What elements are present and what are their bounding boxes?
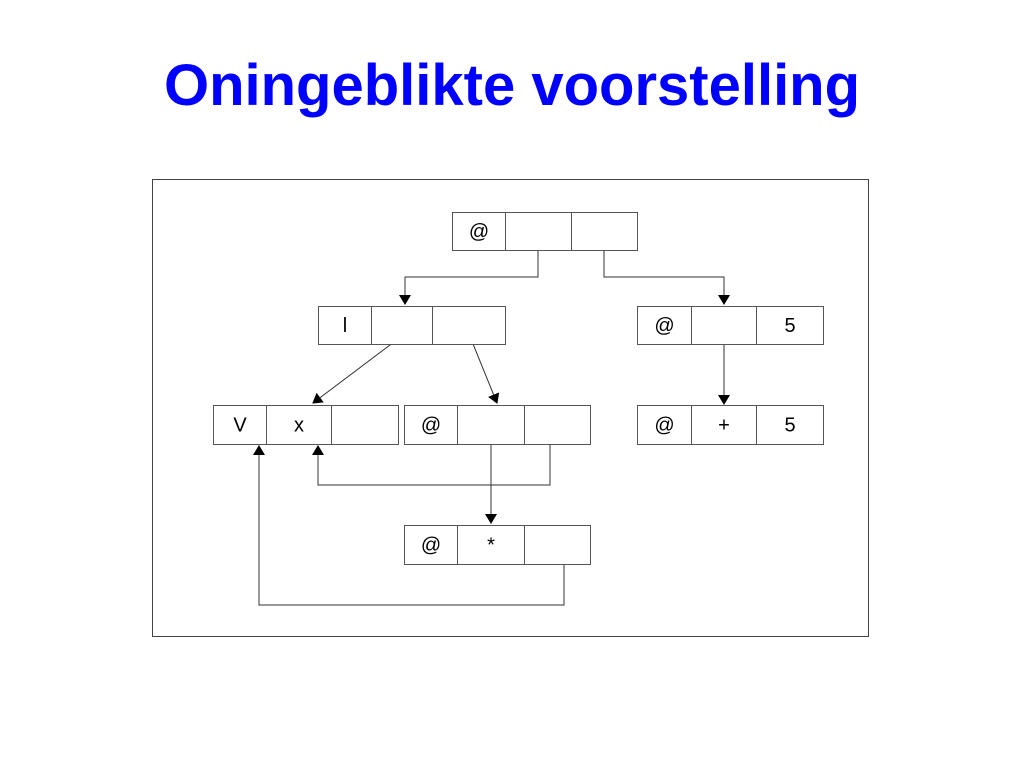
times-node: @*	[404, 525, 591, 565]
apply-mid-node-cell-2	[457, 405, 525, 445]
diagram-frame	[152, 179, 869, 637]
edge-root-to-lambda	[399, 250, 539, 305]
lambda-node: l	[318, 306, 506, 345]
plus-five-node: @ +5	[637, 405, 824, 445]
apply-mid-node-cell-1-label: @	[421, 415, 441, 437]
edge-root-to-apply-five	[603, 250, 730, 305]
var-x-node-cell-2-label: x	[294, 415, 304, 437]
edge-apply-mid-to-var-x	[312, 437, 551, 486]
apply-mid-node: @	[404, 405, 591, 445]
apply-five-node-cell-3	[756, 306, 824, 345]
edge-lambda-to-var-x	[312, 338, 399, 404]
apply-mid-node-cell-3	[524, 405, 591, 445]
times-node-cell-2-label: *	[487, 535, 495, 557]
times-node-cell-3	[524, 525, 591, 565]
times-node-cell-1	[404, 525, 458, 565]
times-node-cell-2	[457, 525, 525, 565]
edge-times-to-var-x	[253, 445, 565, 606]
apply-five-node-cell-2	[691, 306, 757, 345]
edges	[253, 250, 730, 606]
lambda-node-cell-3	[432, 306, 506, 345]
var-x-node-cell-2	[266, 405, 332, 445]
apply-mid-node-cell-1	[404, 405, 458, 445]
times-node-cell-1-label: @	[421, 535, 441, 557]
root-node-cell-1-label: @	[469, 221, 489, 243]
root-node-cell-3	[571, 212, 638, 251]
lambda-node-cell-1-label: l	[343, 315, 347, 337]
var-x-node-cell-1	[213, 405, 267, 445]
plus-five-node-cell-3-label: 5	[784, 415, 795, 437]
plus-five-node-cell-3	[756, 405, 824, 445]
lambda-node-cell-2	[371, 306, 433, 345]
root-node-cell-2	[505, 212, 572, 251]
edge-lambda-to-apply-mid	[470, 338, 500, 404]
plus-five-node-cell-1-label: @	[654, 415, 674, 437]
page-title: Oningeblikte voorstelling	[163, 53, 861, 118]
apply-five-node-cell-3-label: 5	[784, 315, 795, 337]
root-node: @	[452, 212, 638, 251]
plus-five-node-cell-2-label: +	[718, 415, 730, 437]
apply-five-node-cell-1-label: @	[654, 315, 674, 337]
plus-five-node-cell-1	[637, 405, 692, 445]
var-x-node-cell-1-label: V	[233, 415, 247, 437]
apply-five-node: @5	[637, 306, 824, 345]
root-node-cell-1	[452, 212, 506, 251]
var-x-node-cell-3	[331, 405, 399, 445]
